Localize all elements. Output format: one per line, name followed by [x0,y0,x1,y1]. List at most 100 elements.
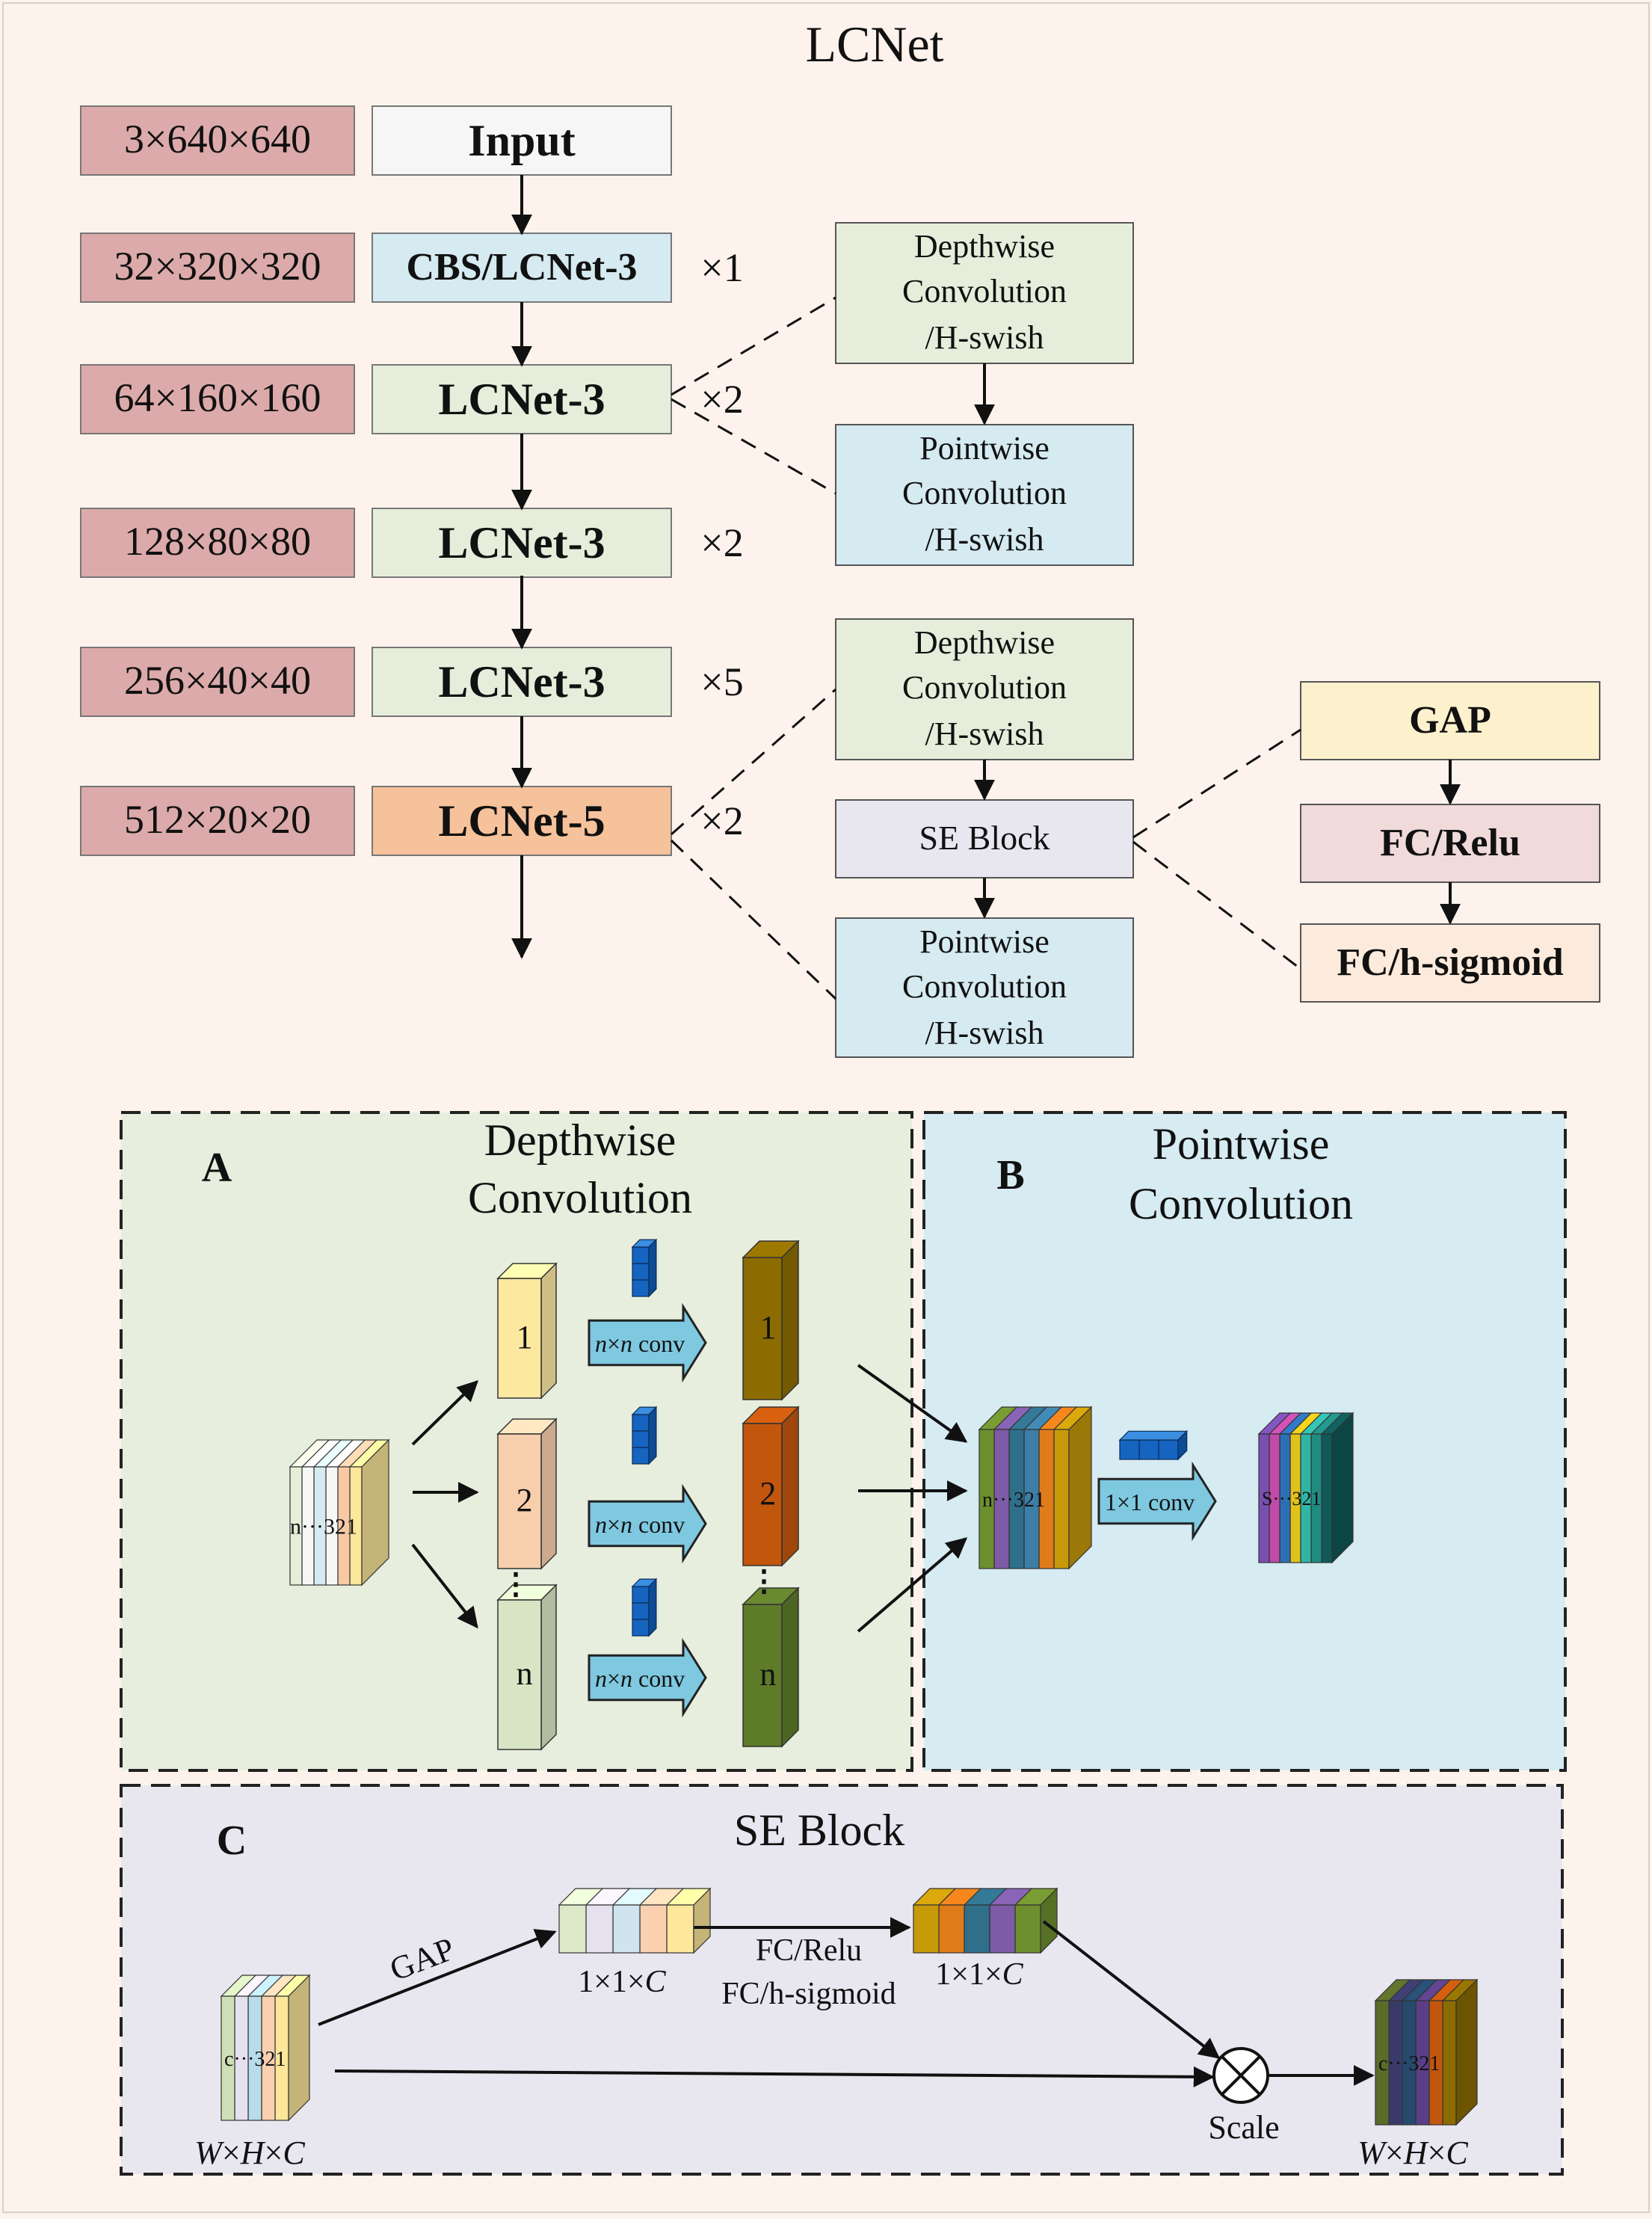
stack-side [1068,1406,1092,1570]
cube-face [632,1602,650,1620]
shape-box [80,786,355,856]
lcnet5-se-label: SE Block [919,819,1050,857]
stack-slice [1053,1429,1070,1569]
lcnet3-pw-line1: Pointwise [919,430,1050,467]
panel-c-output-dims: W×H×C [1357,2135,1468,2171]
panel-c-vector-label-2: 1×1×C [935,1957,1023,1992]
stack-slice [938,1904,965,1954]
panel-c-gap-vector [558,1887,712,1954]
slab-front [497,1278,542,1399]
shape-label: 3×640×640 [124,117,311,161]
lcnet5-pointwise-box [835,917,1134,1058]
stack-slice [964,1904,990,1954]
lcnet3-depthwise-box [835,222,1134,364]
panel-c-input-dims: W×H×C [194,2135,305,2171]
stack-side [361,1438,389,1586]
stack-side [1455,1978,1478,2126]
lcnet5-dw-line3: /H-swish [925,715,1044,752]
conv-arrow-2: n×n conv [588,1483,707,1564]
lcnet5-depthwise-box [835,618,1134,760]
panel-b-letter: B [996,1152,1024,1198]
channel-2: 2 [496,1418,558,1570]
cube-face [632,1263,650,1281]
shape-box [80,508,355,578]
stack-slice [585,1904,614,1954]
cube-face [1158,1439,1179,1460]
lcnet5-dw-line1: Depthwise [914,624,1055,661]
out-2: 2 [742,1406,800,1567]
block-box [372,364,672,434]
stack-slice [1258,1433,1270,1563]
shape-label: 64×160×160 [114,375,321,420]
slab-label: 1 [759,1309,776,1346]
se-detail: GAP FC/Relu FC/h-sigmoid [1132,681,1600,1003]
slab-label: 2 [759,1475,776,1512]
panel-a-to-b-arrow-3 [857,1537,968,1633]
backbone-row: 3×640×640 Input [80,105,672,176]
se-fcsig-label: FC/h-sigmoid [1337,941,1563,984]
panel-a-input-stack: n···321 [289,1438,390,1586]
panel-b-title-1: Pointwise [1153,1119,1330,1169]
kernel-1x1 [1118,1429,1189,1461]
panel-c-title: SE Block [734,1806,904,1855]
panel-c-letter: C [217,1818,247,1864]
conv-arrow-3: n×n conv [588,1637,707,1718]
lcnet5-dash-top [671,688,836,836]
panel-c-output-stack: c···321 [1374,1978,1479,2126]
panel-c-fc-vector [912,1887,1058,1954]
cube-face [1119,1439,1140,1460]
fat-arrow-label: n×n conv [595,1511,685,1538]
stack-slice [1375,2000,1390,2126]
cube-face [632,1619,650,1637]
conv-arrow-1: n×n conv [588,1302,707,1383]
stack-label: c···321 [1378,2052,1440,2075]
panel-c-fc-label-2: FC/h-sigmoid [721,1977,896,2011]
slab-side [781,1406,799,1567]
stack-side [288,1974,310,2122]
cube-side [1177,1429,1188,1461]
stack-slice [221,1995,235,2121]
panel-c-input-stack: c···321 [220,1974,311,2122]
kernel-2 [631,1406,658,1465]
se-gap-box [1300,681,1600,760]
shape-box [80,105,355,176]
shape-box [80,647,355,717]
se-gap-label: GAP [1409,699,1491,742]
cube-face [632,1586,650,1604]
fat-arrow-shape [1097,1461,1217,1542]
stack-slice [1442,2000,1457,2126]
lcnet3-dash-top [671,296,836,396]
lcnet3-dw-line2: Convolution [902,273,1067,310]
lcnet3-dw-line3: /H-swish [925,319,1044,356]
panel-c-gap-arrow [318,1929,557,2026]
lcnet3-pw-line3: /H-swish [925,521,1044,558]
lcnet3-dash-bottom [671,398,836,495]
slab-side [540,1584,557,1751]
block-label: Input [468,116,575,165]
panel-a-letter: A [202,1145,232,1191]
lcnet5-se-box [835,799,1134,878]
shape-label: 128×80×80 [124,519,311,564]
fat-arrow-shape [588,1302,707,1383]
slab-front [742,1423,783,1566]
channel-n: n [496,1584,558,1751]
diagram-title: LCNet [805,16,943,73]
fat-arrow-shape [588,1483,707,1564]
panel-c [120,1784,1564,2176]
repeat-label: ×2 [700,377,743,422]
fat-arrow-label: 1×1 conv [1105,1489,1195,1515]
shape-box [80,233,355,303]
conv-1x1-arrow: 1×1 conv [1097,1461,1217,1542]
panel-b-output-stack: S···321 [1257,1412,1354,1564]
stack-slice [558,1904,587,1954]
se-fcrelu-label: FC/Relu [1380,822,1520,864]
panel-c-vector-label-1: 1×1×C [578,1965,666,1999]
block-label: LCNet-3 [438,657,605,707]
panel-a-arrow-3 [411,1543,478,1629]
